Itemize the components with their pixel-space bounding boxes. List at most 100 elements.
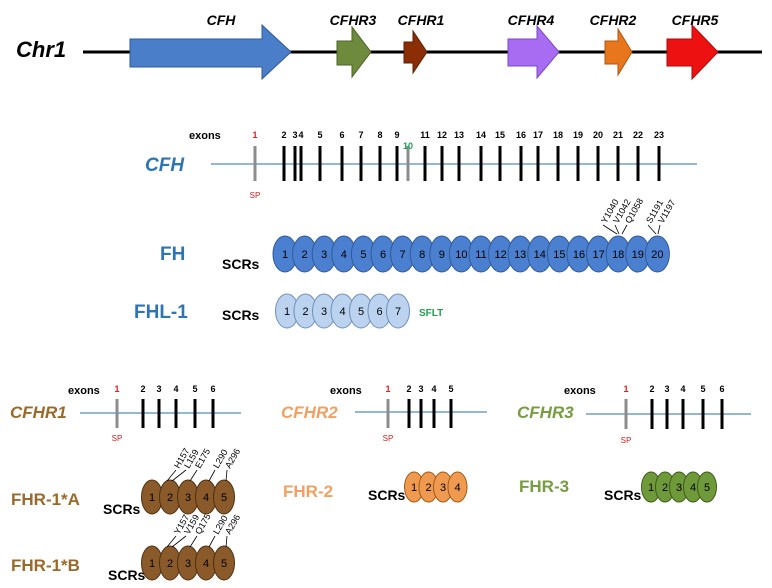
cfhr3-gene-label: CFHR3 [517, 403, 574, 422]
cfhr2-gene-label: CFHR2 [281, 403, 338, 422]
fh-scr-number: 11 [475, 249, 486, 261]
fhl1-scr-domain [386, 293, 410, 329]
fhr2-scr-number: 4 [454, 482, 460, 494]
cfh-exon-number: 22 [633, 130, 643, 140]
cfh-exon-number: 13 [454, 130, 464, 140]
cfhr3-exons-label: exons [564, 385, 596, 397]
fhr1b-scr-domain [213, 545, 235, 581]
fhr1a-scrs-label: SCRs [103, 501, 141, 517]
fh-scr-number: 3 [321, 249, 327, 261]
gene-arrow-cfhr1 [403, 29, 428, 75]
fhl1-scr-number: 3 [321, 306, 327, 318]
fhr1b-variant-pointer [189, 535, 198, 548]
cfh-exon-number: 6 [339, 130, 344, 140]
fhr1b-variant-pointer [225, 535, 228, 548]
cfh-exon-number: 23 [654, 130, 664, 140]
cfh-exon-number: 7 [358, 130, 363, 140]
gene-label-cfh: CFH [207, 12, 237, 28]
cfh-gene-label: CFH [145, 155, 185, 176]
cfhr2-exon-number: 1 [385, 384, 390, 394]
cfh-exon-number: 16 [516, 130, 526, 140]
cfh-variant-pointer [614, 224, 620, 235]
fh-scr-number: 15 [553, 249, 565, 261]
cfh-exon-number: 2 [281, 130, 286, 140]
fh-scr-number: 7 [400, 249, 406, 261]
cfhr1-sp-label: SP [112, 434, 123, 443]
cfhr2-exon-number: 2 [406, 384, 411, 394]
cfhr2-exon-number: 5 [448, 384, 453, 394]
gene-label-cfhr3: CFHR3 [330, 12, 377, 28]
fhr1b-scr-number: 5 [221, 558, 227, 570]
cfh-exon-number: 1 [252, 130, 257, 140]
fhr1a-scr-number: 1 [149, 492, 155, 504]
fh-scr-number: 5 [360, 249, 366, 261]
fhr1b-variant-pointer [166, 535, 177, 548]
fhl1-scrs-label: SCRs [222, 307, 260, 323]
cfh-exon-number: 12 [437, 130, 447, 140]
fhr3-scr-number: 1 [648, 482, 654, 494]
gene-label-cfhr2: CFHR2 [590, 12, 637, 28]
gene-arrow-cfh [129, 23, 292, 81]
fh-scr-number: 10 [455, 249, 467, 261]
fh-scr-number: 20 [651, 249, 663, 261]
fhr1a-scr-domain [213, 479, 235, 515]
cfhr3-exon-number: 6 [719, 384, 724, 394]
fhr1b-scr-number: 1 [149, 558, 155, 570]
fhr1b-scr-number: 4 [203, 558, 209, 570]
fh-scr-number: 18 [612, 249, 624, 261]
cfhr3-exon-number: 2 [649, 384, 654, 394]
cfhr3-exon-number: 3 [664, 384, 669, 394]
fhr2-scr-number: 1 [411, 482, 417, 494]
gene-label-cfhr1: CFHR1 [398, 12, 445, 28]
cfhr1-exon-number: 1 [114, 384, 119, 394]
fhr1a-variant-label: A296 [223, 447, 242, 470]
fhr1a-scr-number: 2 [167, 492, 173, 504]
fhr3-scrs-label: SCRs [604, 487, 642, 503]
fhr1a-variant-pointer [189, 469, 198, 482]
fhr1b-label: FHR-1*B [11, 556, 80, 575]
cfh-exon-number: 9 [394, 130, 399, 140]
fh-scr-number: 2 [302, 249, 308, 261]
fhr1a-label: FHR-1*A [11, 490, 80, 509]
chromosome-track: Chr1 CFH CFHR3 CFHR1 CFHR4 CFHR2 CFHR5 [16, 12, 762, 81]
cfh-exon-number: 4 [298, 130, 303, 140]
cfh-sp-label: SP [250, 191, 261, 200]
cfh-exon-number: 14 [476, 130, 486, 140]
cfh-variant-pointer [657, 224, 661, 235]
fhr1a-variant-pointer [208, 469, 216, 482]
cfh-variant-pointer [647, 224, 657, 235]
gene-label-cfhr4: CFHR4 [508, 12, 555, 28]
fhr1b-scr-number: 2 [167, 558, 173, 570]
gene-arrow-cfhr2 [604, 27, 633, 77]
fhr2-scr-number: 2 [425, 482, 431, 494]
fh-scr-number: 4 [341, 249, 347, 261]
fhr3-scr-number: 2 [662, 482, 668, 494]
cfh-exon-number: 3 [292, 130, 297, 140]
cfhr3-exon-number: 5 [700, 384, 705, 394]
fhl1-scr-number: 5 [358, 306, 364, 318]
cfhr3-exon-number: 1 [623, 384, 628, 394]
cfhr1-gene-label: CFHR1 [10, 403, 67, 422]
fh-scr-number: 17 [592, 249, 604, 261]
cfh-exon-number: 11 [420, 130, 430, 140]
fh-scr-domain [644, 235, 670, 273]
chromosome-label: Chr1 [16, 37, 66, 62]
gene-arrow-cfhr4 [507, 24, 560, 80]
fhl1-scr-number: 6 [376, 306, 382, 318]
fhr1a-variant-pointer [225, 469, 228, 482]
fh-scr-number: 16 [573, 249, 585, 261]
fhr2-scr-number: 3 [440, 482, 446, 494]
fh-scr-number: 1 [282, 249, 288, 261]
fhr1a-scr-number: 4 [203, 492, 209, 504]
cfh-exon-number: 20 [593, 130, 603, 140]
fhr1a-variant-pointer [171, 469, 187, 482]
